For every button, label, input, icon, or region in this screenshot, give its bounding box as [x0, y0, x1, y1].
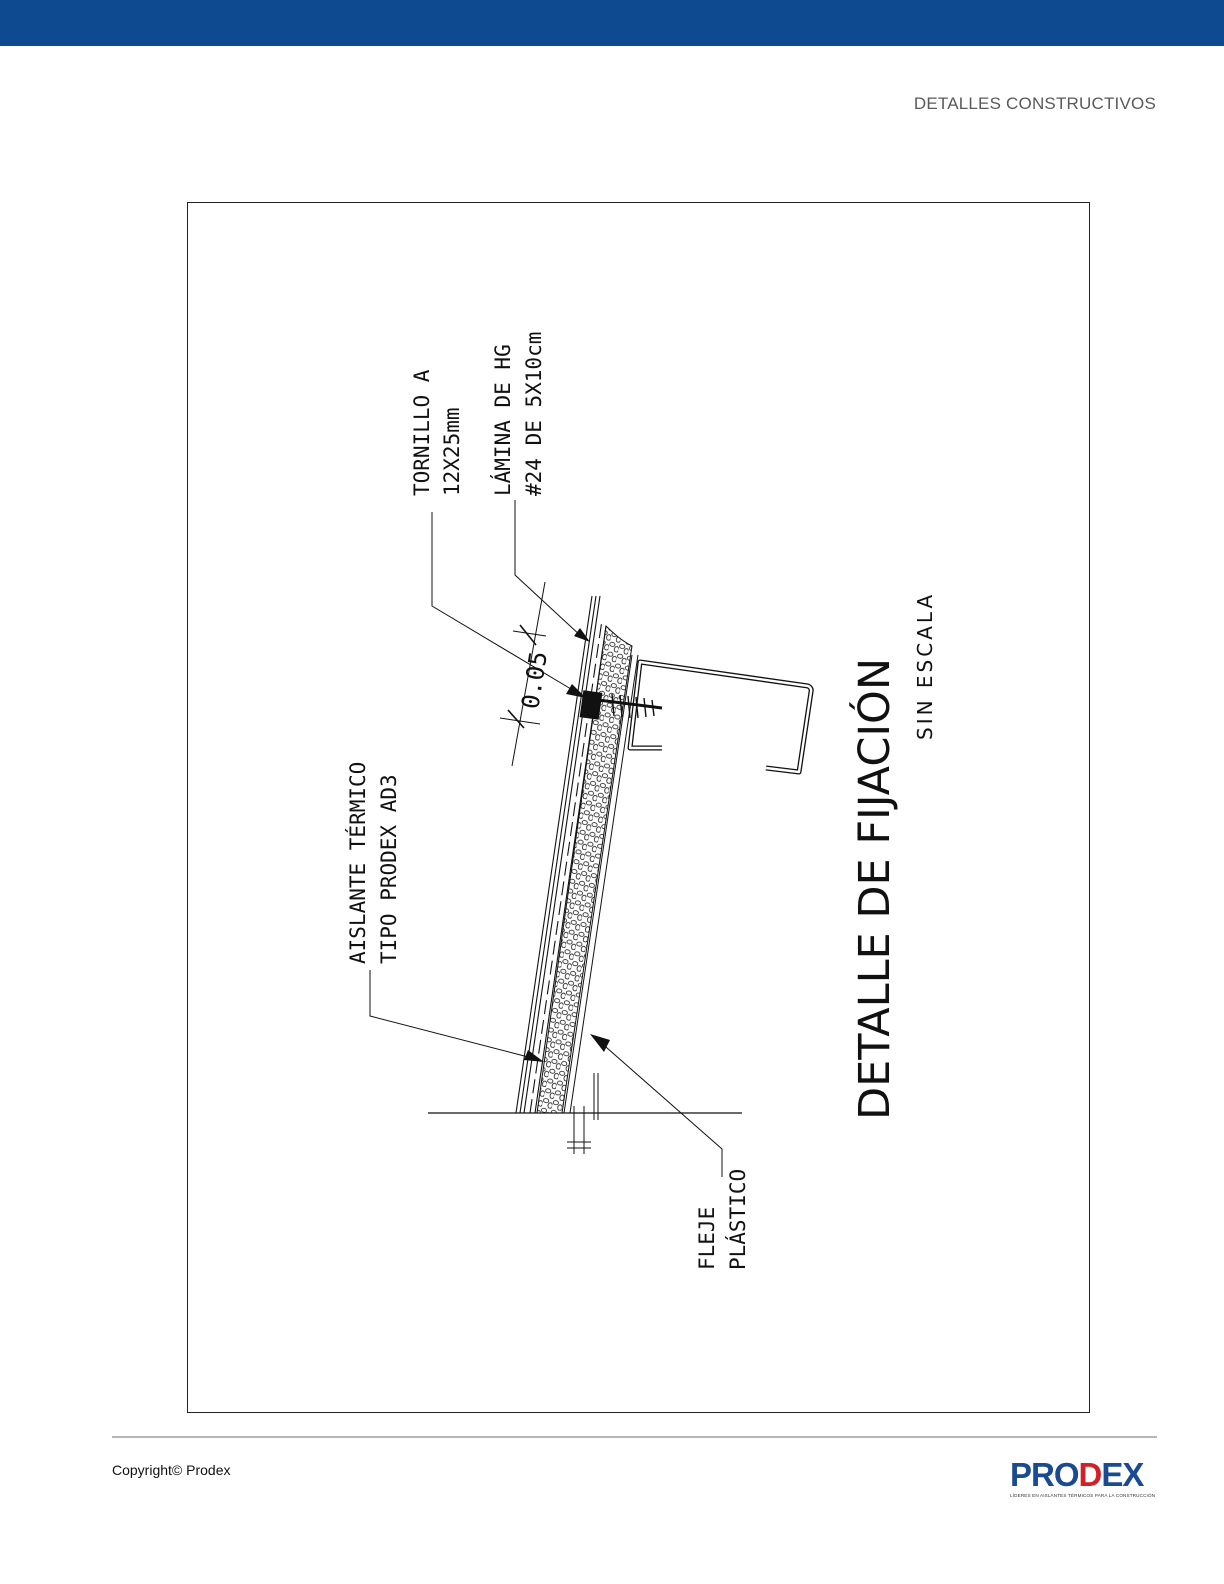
dimension-value: 0.05 [516, 649, 553, 710]
drawing-title: DETALLE DE FIJACIÓN [849, 658, 900, 1120]
logo-tagline: LÍDERES EN AISLANTES TÉRMICOS PARA LA CO… [1010, 1493, 1156, 1498]
plastic-strap [563, 654, 639, 1114]
logo-text-red: D [1078, 1456, 1103, 1493]
base-ticks [567, 1073, 599, 1154]
logo-text-left: PRO [1010, 1456, 1080, 1493]
gravel-layer [536, 624, 633, 1114]
leader-arrows [524, 628, 610, 1062]
footer-divider [112, 1436, 1157, 1438]
label-aislante-line2: TIPO PRODEX AD3 [377, 774, 401, 964]
screw [579, 690, 663, 720]
purlin-channel [627, 659, 814, 775]
label-tornillo-line2: 12X25mm [440, 407, 464, 496]
top-banner [0, 0, 1224, 46]
drawing-subtitle: SIN ESCALA [913, 592, 937, 740]
logo-wordmark: PRODEX [1010, 1456, 1144, 1494]
section-title: DETALLES CONSTRUCTIVOS [913, 94, 1156, 113]
leader-lines [369, 500, 723, 1177]
dimension-line [499, 581, 547, 767]
label-aislante-line1: AISLANTE TÉRMICO [345, 762, 370, 964]
label-fleje-line2: PLÁSTICO [725, 1169, 750, 1270]
copyright-text: Copyright© Prodex [112, 1462, 231, 1478]
logo-text-right: EX [1101, 1456, 1144, 1493]
prodex-logo: PRODEX LÍDERES EN AISLANTES TÉRMICOS PAR… [1000, 1456, 1160, 1504]
label-lamina-line2: #24 DE 5X10cm [522, 332, 546, 496]
label-lamina-line1: LÁMINA DE HG [490, 344, 515, 496]
label-fleje-line1: FLEJE [695, 1207, 719, 1270]
drawing-frame [187, 202, 1090, 1413]
label-tornillo-line1: TORNILLO A [410, 369, 434, 496]
